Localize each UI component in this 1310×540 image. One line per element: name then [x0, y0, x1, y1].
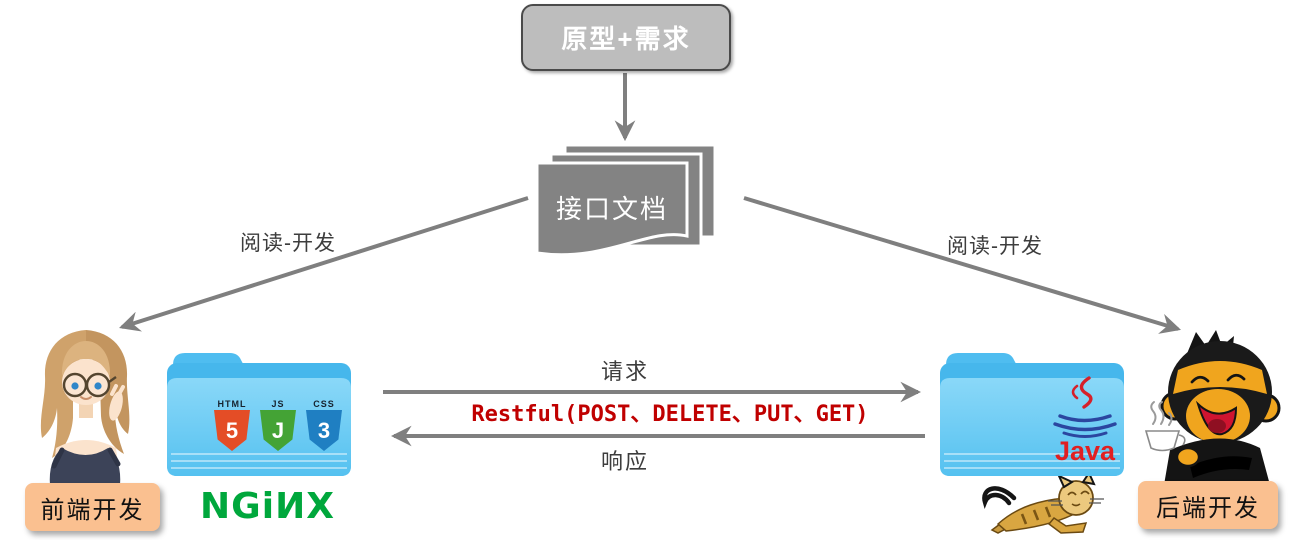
frontend-role-badge: 前端开发 — [25, 483, 160, 531]
arrow-doc-to-frontend — [119, 196, 529, 332]
arrow-doc-to-backend — [743, 196, 1181, 334]
restful-methods-label: Restful(POST、DELETE、PUT、GET) — [471, 402, 869, 427]
java-logo-label: Java — [1055, 436, 1116, 466]
response-label: 响应 — [600, 449, 649, 474]
request-label: 请求 — [600, 359, 649, 384]
backend-role-badge: 后端开发 — [1138, 481, 1278, 529]
backend-folder-icon: Java — [936, 338, 1128, 480]
frontend-developer-avatar — [40, 330, 130, 486]
coffee-cup-icon — [1144, 401, 1186, 452]
html5-badge-icon: HTML 5 — [213, 398, 251, 451]
read-develop-label-left: 阅读-开发 — [240, 232, 336, 255]
prototype-requirements-label: 原型+需求 — [561, 24, 691, 54]
tomcat-logo — [982, 476, 1104, 534]
frontend-role-label: 前端开发 — [40, 496, 145, 524]
web-tech-badges: HTML 5 JS J CSS 3 — [213, 398, 343, 451]
frontend-folder-icon: HTML 5 JS J CSS 3 — [163, 338, 355, 480]
prototype-requirements-box: 原型+需求 — [521, 4, 731, 71]
backend-developer-avatar — [1144, 330, 1281, 485]
api-doc-label: 接口文档 — [555, 194, 668, 224]
nginx-logo: NGiИX — [200, 486, 335, 527]
java-logo: Java — [1053, 376, 1117, 466]
css3-badge-icon: CSS 3 — [305, 398, 343, 451]
backend-role-label: 后端开发 — [1156, 494, 1260, 522]
read-develop-label-right: 阅读-开发 — [947, 235, 1043, 258]
document-stack-icon — [535, 143, 717, 257]
js-badge-icon: JS J — [259, 398, 297, 451]
